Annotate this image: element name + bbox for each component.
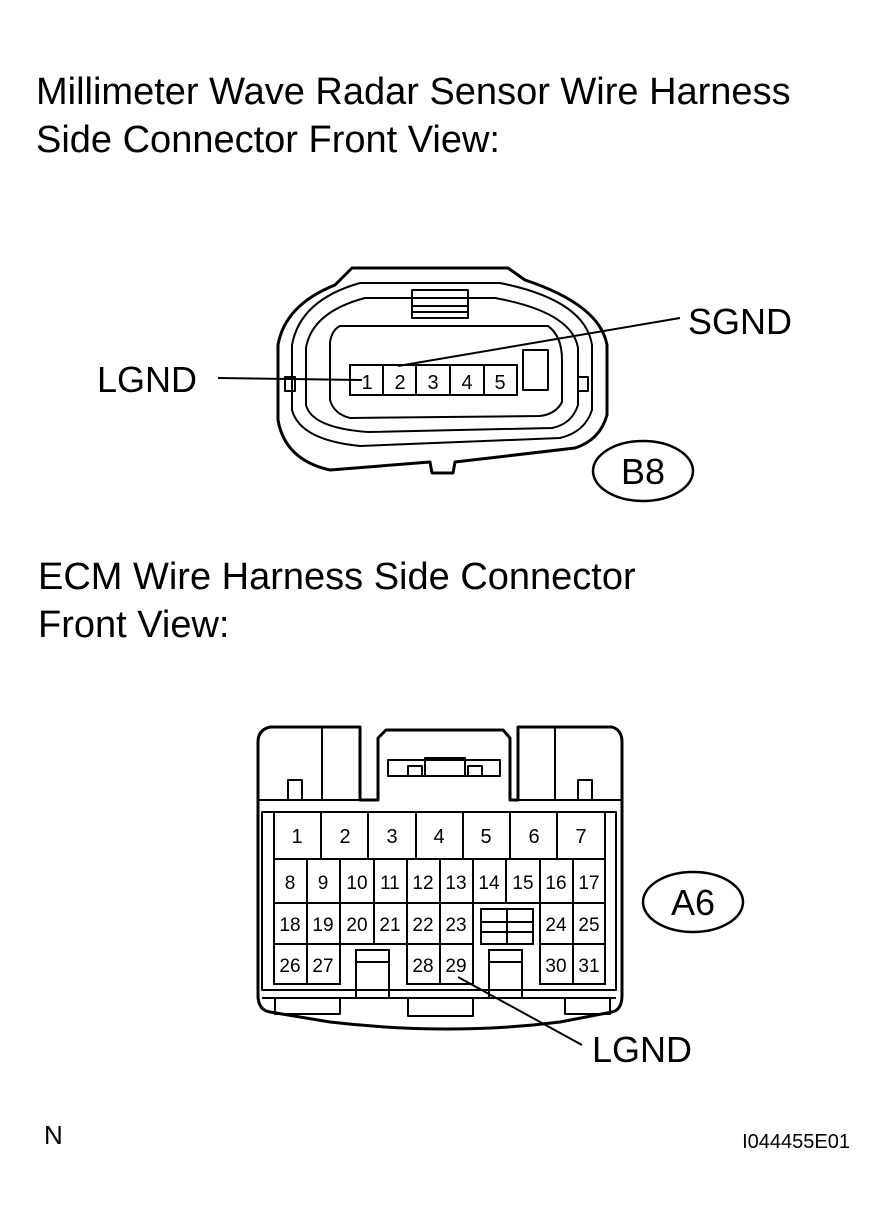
b8-section-title: Millimeter Wave Radar Sensor Wire Harnes… [36,68,791,164]
a6-title-line-2: Front View: [38,604,230,646]
a6-pin-29: 29 [445,956,466,977]
a6-pin-21: 21 [379,915,400,936]
a6-pin-25: 25 [578,915,599,936]
a6-pin-6: 6 [528,826,539,848]
b8-title-line-1: Millimeter Wave Radar Sensor Wire Harnes… [36,71,791,113]
b8-pin-row: 1 2 3 4 5 [349,364,518,396]
a6-pin-10: 10 [346,873,367,894]
b8-lgnd-label: LGND [97,359,197,400]
a6-pin-labels: 1 2 3 4 5 6 7 8 9 10 11 12 13 14 15 16 1… [279,826,599,977]
a6-pin-7: 7 [575,826,586,848]
a6-pin-8: 8 [285,873,296,894]
a6-pin-15: 15 [512,873,533,894]
a6-pin-3: 3 [386,826,397,848]
b8-title-line-2: Side Connector Front View: [36,119,500,161]
a6-pin-1: 1 [291,826,302,848]
a6-pin-5: 5 [480,826,491,848]
a6-pin-18: 18 [279,915,300,936]
figure-code: I044455E01 [742,1131,850,1153]
a6-title-line-1: ECM Wire Harness Side Connector [38,556,636,598]
a6-pin-11: 11 [380,873,400,894]
a6-pin-2: 2 [339,826,350,848]
a6-connector-body [256,725,624,1031]
a6-pin-31: 31 [578,956,599,977]
a6-pin-22: 22 [412,915,433,936]
b8-pin-3: 3 [427,372,438,394]
b8-connector-body [276,266,609,475]
b8-pin-1: 1 [361,372,372,394]
a6-pin-4: 4 [433,826,444,848]
a6-code-badge: A6 [641,870,745,934]
b8-pin-4: 4 [461,372,472,394]
footer-mark: N [44,1120,63,1150]
a6-lgnd-label: LGND [592,1029,692,1070]
a6-pin-19: 19 [312,915,333,936]
b8-pin-5: 5 [494,372,505,394]
a6-pin-13: 13 [445,873,466,894]
a6-lgnd-leader [457,976,583,1046]
a6-pin-9: 9 [318,873,329,894]
a6-code-label: A6 [671,882,715,923]
a6-pin-16: 16 [545,873,566,894]
a6-pin-26: 26 [279,956,300,977]
a6-pin-17: 17 [578,873,599,894]
a6-pin-20: 20 [346,915,367,936]
a6-pin-27: 27 [312,956,333,977]
b8-sgnd-leader [397,317,681,367]
a6-pin-12: 12 [412,873,433,894]
a6-section-title: ECM Wire Harness Side Connector Front Vi… [38,553,636,649]
a6-pin-28: 28 [412,956,433,977]
b8-code-badge: B8 [591,439,695,503]
a6-pin-grid [273,811,606,999]
a6-pin-14: 14 [478,873,500,894]
a6-pin-23: 23 [445,915,466,936]
a6-pin-30: 30 [545,956,566,977]
b8-code-label: B8 [621,451,665,492]
b8-lgnd-leader [217,377,363,381]
a6-pin-24: 24 [545,915,567,936]
b8-sgnd-label: SGND [688,301,792,342]
b8-pin-2: 2 [394,372,405,394]
